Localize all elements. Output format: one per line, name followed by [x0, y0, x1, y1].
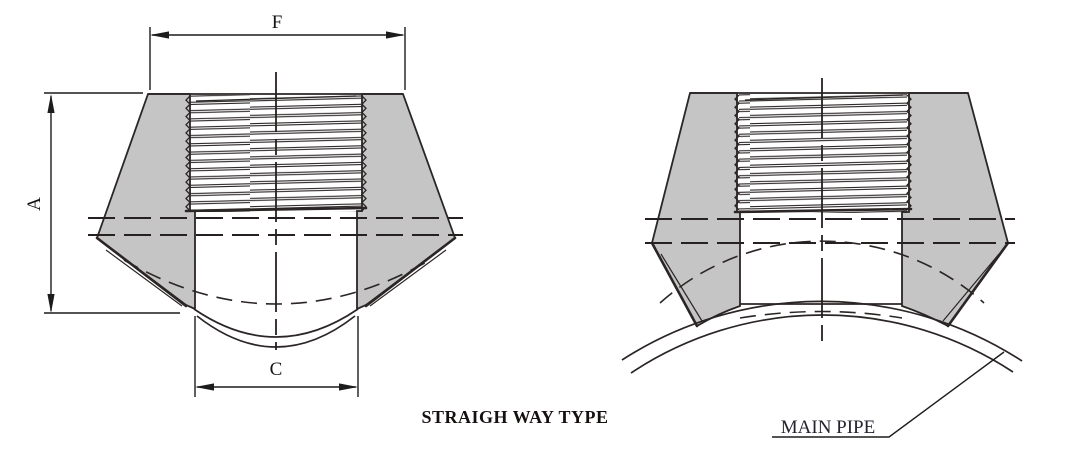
- bevel-inner-line-right: [369, 249, 447, 307]
- bevel-inner-line-left: [105, 249, 183, 307]
- dimension-A: A: [24, 92, 180, 314]
- arrowhead-bottom: [47, 294, 55, 313]
- weld-bevel-right: [364, 236, 457, 308]
- main-pipe-callout: MAIN PIPE: [772, 351, 1005, 438]
- arrowhead-left: [150, 31, 169, 39]
- weld-bevel-left: [650, 241, 699, 328]
- saddle-arc-outer: [193, 308, 359, 338]
- arrowhead-right: [339, 383, 358, 391]
- thread-zigzag-left: [185, 95, 191, 212]
- thread-zigzag-left: [734, 94, 740, 211]
- thread-zigzag-right: [361, 95, 367, 212]
- arrowhead-top: [47, 94, 55, 113]
- view-caption: STRAIGH WAY TYPE: [421, 407, 608, 427]
- thread-zone: [739, 94, 907, 213]
- thread-zigzag-right: [906, 94, 912, 211]
- weld-bevel-left: [95, 236, 188, 308]
- main-pipe-label: MAIN PIPE: [781, 417, 875, 438]
- left-view: F A C: [24, 12, 463, 397]
- dimension-F: F: [149, 12, 406, 90]
- dimension-C: C: [194, 316, 359, 397]
- bevel-inner-line-right: [942, 253, 1000, 322]
- dim-C-label: C: [270, 359, 283, 380]
- arrowhead-right: [386, 31, 405, 39]
- dim-F-label: F: [272, 12, 283, 33]
- arrowhead-left: [195, 383, 214, 391]
- leader-line: [772, 351, 1005, 438]
- thread-start-line: [744, 94, 904, 101]
- right-view: MAIN PIPE: [621, 78, 1023, 438]
- thread-runout-line: [733, 207, 913, 214]
- weld-bevel-right: [946, 241, 1010, 328]
- dim-A-label: A: [24, 197, 45, 211]
- fitting-body-flanks-right-view: [651, 92, 1009, 328]
- bevel-inner-line-left: [660, 253, 703, 322]
